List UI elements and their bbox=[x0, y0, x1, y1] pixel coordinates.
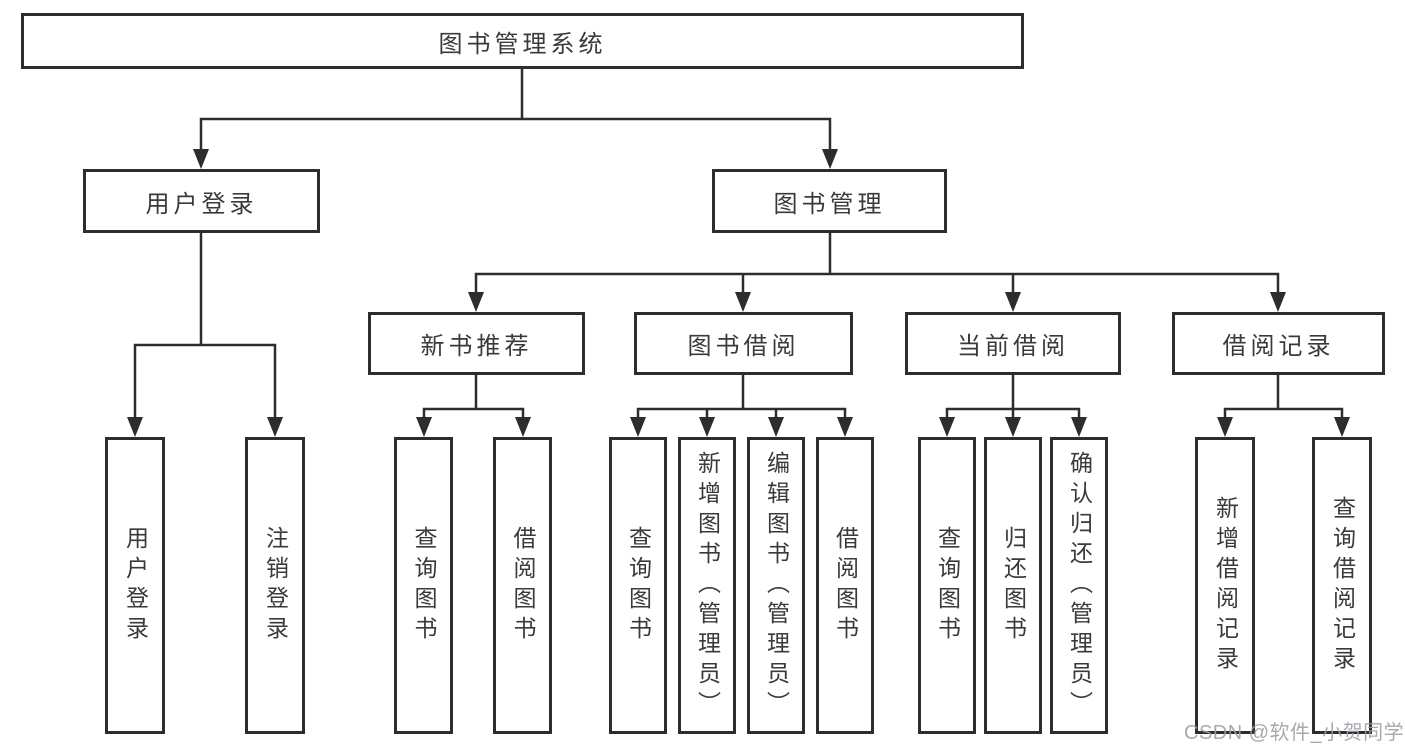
connector-line bbox=[474, 231, 1280, 296]
arrowhead-icon bbox=[699, 417, 715, 437]
connector-line bbox=[1223, 373, 1344, 421]
leaf-query-books-recommend: 查询图书 bbox=[394, 437, 453, 734]
node-label: 查询借阅记录 bbox=[1329, 495, 1356, 676]
arrowhead-icon bbox=[515, 417, 531, 437]
arrowhead-icon bbox=[1071, 417, 1087, 437]
connector-line bbox=[945, 373, 1081, 421]
branch-new-book-recommend-to-leaves bbox=[416, 373, 531, 437]
connector-line bbox=[133, 231, 277, 421]
arrowhead-icon bbox=[1334, 417, 1350, 437]
connector-line bbox=[422, 373, 525, 421]
node-label: 新增图书（管理员） bbox=[694, 450, 721, 721]
leaf-return-book: 归还图书 bbox=[984, 437, 1042, 734]
leaf-borrow-books: 借阅图书 bbox=[816, 437, 874, 734]
leaf-add-borrow-record: 新增借阅记录 bbox=[1195, 437, 1255, 734]
leaf-add-book-admin: 新增图书（管理员） bbox=[678, 437, 736, 734]
arrowhead-icon bbox=[939, 417, 955, 437]
branch-current-borrow-to-leaves bbox=[939, 373, 1087, 437]
node-new-book-recommend: 新书推荐 bbox=[368, 312, 585, 375]
node-current-borrow: 当前借阅 bbox=[905, 312, 1121, 375]
node-book-management: 图书管理 bbox=[712, 169, 947, 233]
arrowhead-icon bbox=[468, 292, 484, 312]
watermark: CSDN @软件_小贺同学 bbox=[1184, 722, 1405, 744]
branch-borrow-records-to-leaves bbox=[1217, 373, 1350, 437]
arrowhead-icon bbox=[735, 292, 751, 312]
arrowhead-icon bbox=[837, 417, 853, 437]
node-label: 查询图书 bbox=[934, 525, 961, 646]
leaf-query-books-current: 查询图书 bbox=[918, 437, 976, 734]
arrowhead-icon bbox=[1217, 417, 1233, 437]
arrowhead-icon bbox=[1005, 292, 1021, 312]
node-book-borrow: 图书借阅 bbox=[634, 312, 853, 375]
leaf-confirm-return-admin: 确认归还（管理员） bbox=[1050, 437, 1108, 734]
branch-book-management-to-level3 bbox=[468, 231, 1286, 312]
branch-root-to-level2 bbox=[193, 67, 838, 169]
node-label: 编辑图书（管理员） bbox=[763, 450, 790, 721]
node-label: 确认归还（管理员） bbox=[1066, 450, 1093, 721]
node-label: 借阅图书 bbox=[510, 525, 536, 646]
node-label: 注销登录 bbox=[262, 525, 289, 646]
node-label: 图书管理 bbox=[773, 190, 886, 218]
leaf-edit-book-admin: 编辑图书（管理员） bbox=[747, 437, 805, 734]
node-label: 用户登录 bbox=[122, 525, 149, 646]
node-label: 查询图书 bbox=[411, 525, 437, 646]
node-user-login: 用户登录 bbox=[83, 169, 320, 233]
arrowhead-icon bbox=[416, 417, 432, 437]
node-label: 查询图书 bbox=[625, 525, 652, 646]
branch-book-borrow-to-leaves bbox=[630, 373, 853, 437]
arrowhead-icon bbox=[768, 417, 784, 437]
leaf-query-books-borrow: 查询图书 bbox=[609, 437, 667, 734]
node-label: 当前借阅 bbox=[957, 333, 1069, 360]
node-borrow-records: 借阅记录 bbox=[1172, 312, 1385, 375]
arrowhead-icon bbox=[1270, 292, 1286, 312]
node-label: 归还图书 bbox=[1000, 525, 1027, 646]
node-label: 图书借阅 bbox=[687, 333, 800, 360]
node-label: 借阅记录 bbox=[1222, 333, 1335, 360]
branch-user-login-to-leaves bbox=[127, 231, 283, 437]
node-label: 新书推荐 bbox=[420, 333, 533, 360]
arrowhead-icon bbox=[1005, 417, 1021, 437]
node-label: 新增借阅记录 bbox=[1212, 495, 1239, 676]
arrowhead-icon bbox=[267, 417, 283, 437]
node-label: 借阅图书 bbox=[832, 525, 859, 646]
arrowhead-icon bbox=[822, 149, 838, 169]
arrowhead-icon bbox=[630, 417, 646, 437]
node-root: 图书管理系统 bbox=[21, 13, 1024, 69]
leaf-query-borrow-record: 查询借阅记录 bbox=[1312, 437, 1372, 734]
arrowhead-icon bbox=[193, 149, 209, 169]
connector-line bbox=[636, 373, 847, 421]
arrowhead-icon bbox=[127, 417, 143, 437]
leaf-borrow-books-recommend: 借阅图书 bbox=[493, 437, 552, 734]
leaf-user-login: 用户登录 bbox=[105, 437, 165, 734]
connector-line bbox=[199, 67, 832, 153]
leaf-logout: 注销登录 bbox=[245, 437, 305, 734]
node-label: 图书管理系统 bbox=[438, 30, 607, 58]
node-label: 用户登录 bbox=[145, 190, 258, 218]
